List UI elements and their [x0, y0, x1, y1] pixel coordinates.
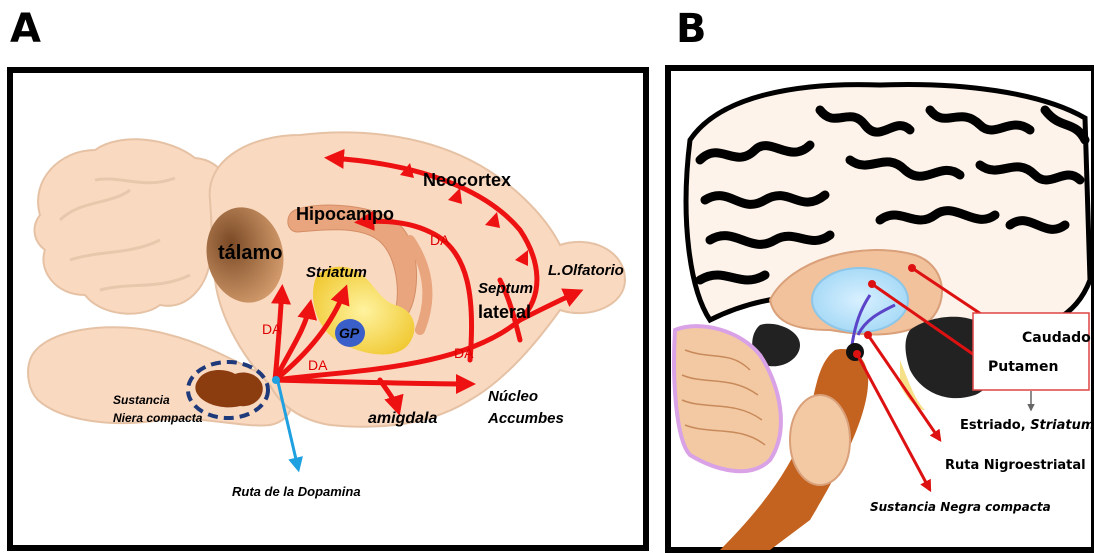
pons — [790, 395, 850, 485]
striatum-box — [973, 313, 1089, 390]
label-putamen: Putamen — [988, 359, 1058, 375]
label-ruta-nigroestriatal: Ruta Nigroestriatal — [945, 458, 1086, 473]
label-estriado-striatum: Striatum — [1030, 418, 1094, 433]
label-estriado: Estriado, Striatum — [960, 418, 1094, 433]
label-estriado-text: Estriado, — [960, 418, 1030, 433]
label-caudado: Caudado — [1022, 330, 1091, 346]
label-sustancia-negra: Sustancia Negra compacta — [870, 500, 1051, 514]
